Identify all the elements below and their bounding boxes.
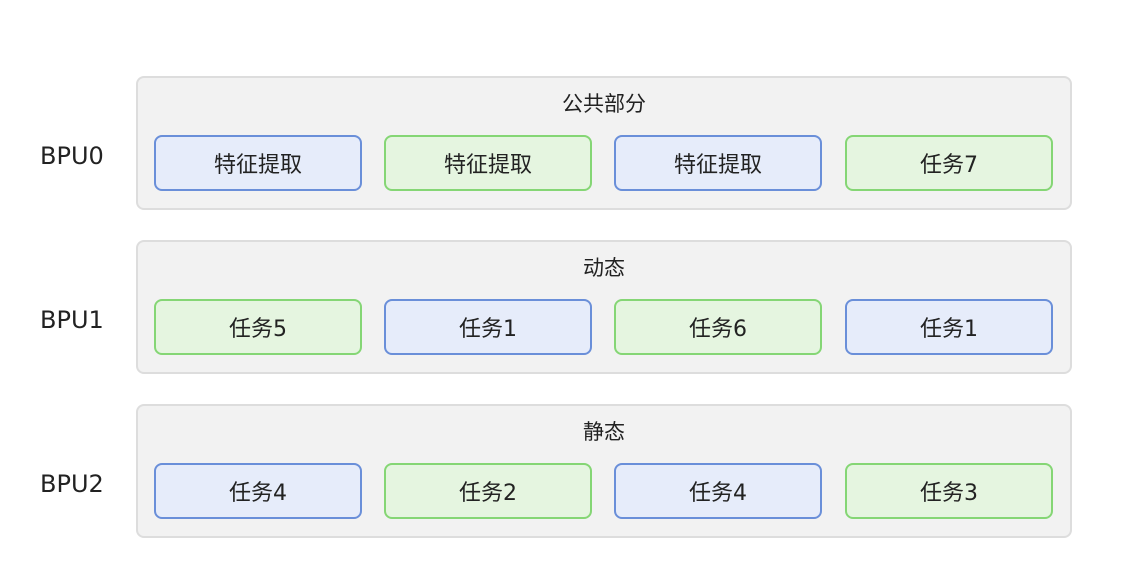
bpu2-task-3: 任务4 <box>614 463 822 519</box>
bpu0-group: 公共部分 特征提取 特征提取 特征提取 任务7 <box>136 76 1072 210</box>
bpu2-task-1: 任务4 <box>154 463 362 519</box>
bpu0-task-3: 特征提取 <box>614 135 822 191</box>
bpu1-label: BPU1 <box>40 306 104 334</box>
bpu1-task-3: 任务6 <box>614 299 822 355</box>
bpu2-task-2: 任务2 <box>384 463 592 519</box>
bpu1-task-1: 任务5 <box>154 299 362 355</box>
bpu1-task-2: 任务1 <box>384 299 592 355</box>
bpu2-group: 静态 任务4 任务2 任务4 任务3 <box>136 404 1072 538</box>
bpu2-label: BPU2 <box>40 470 104 498</box>
bpu0-task-4: 任务7 <box>845 135 1053 191</box>
bpu1-task-4: 任务1 <box>845 299 1053 355</box>
bpu0-task-1: 特征提取 <box>154 135 362 191</box>
bpu0-task-2: 特征提取 <box>384 135 592 191</box>
bpu0-label: BPU0 <box>40 142 104 170</box>
bpu1-group-title: 动态 <box>583 256 625 280</box>
bpu2-task-4: 任务3 <box>845 463 1053 519</box>
bpu2-group-title: 静态 <box>583 420 625 444</box>
bpu0-group-title: 公共部分 <box>562 92 646 116</box>
bpu1-group: 动态 任务5 任务1 任务6 任务1 <box>136 240 1072 374</box>
